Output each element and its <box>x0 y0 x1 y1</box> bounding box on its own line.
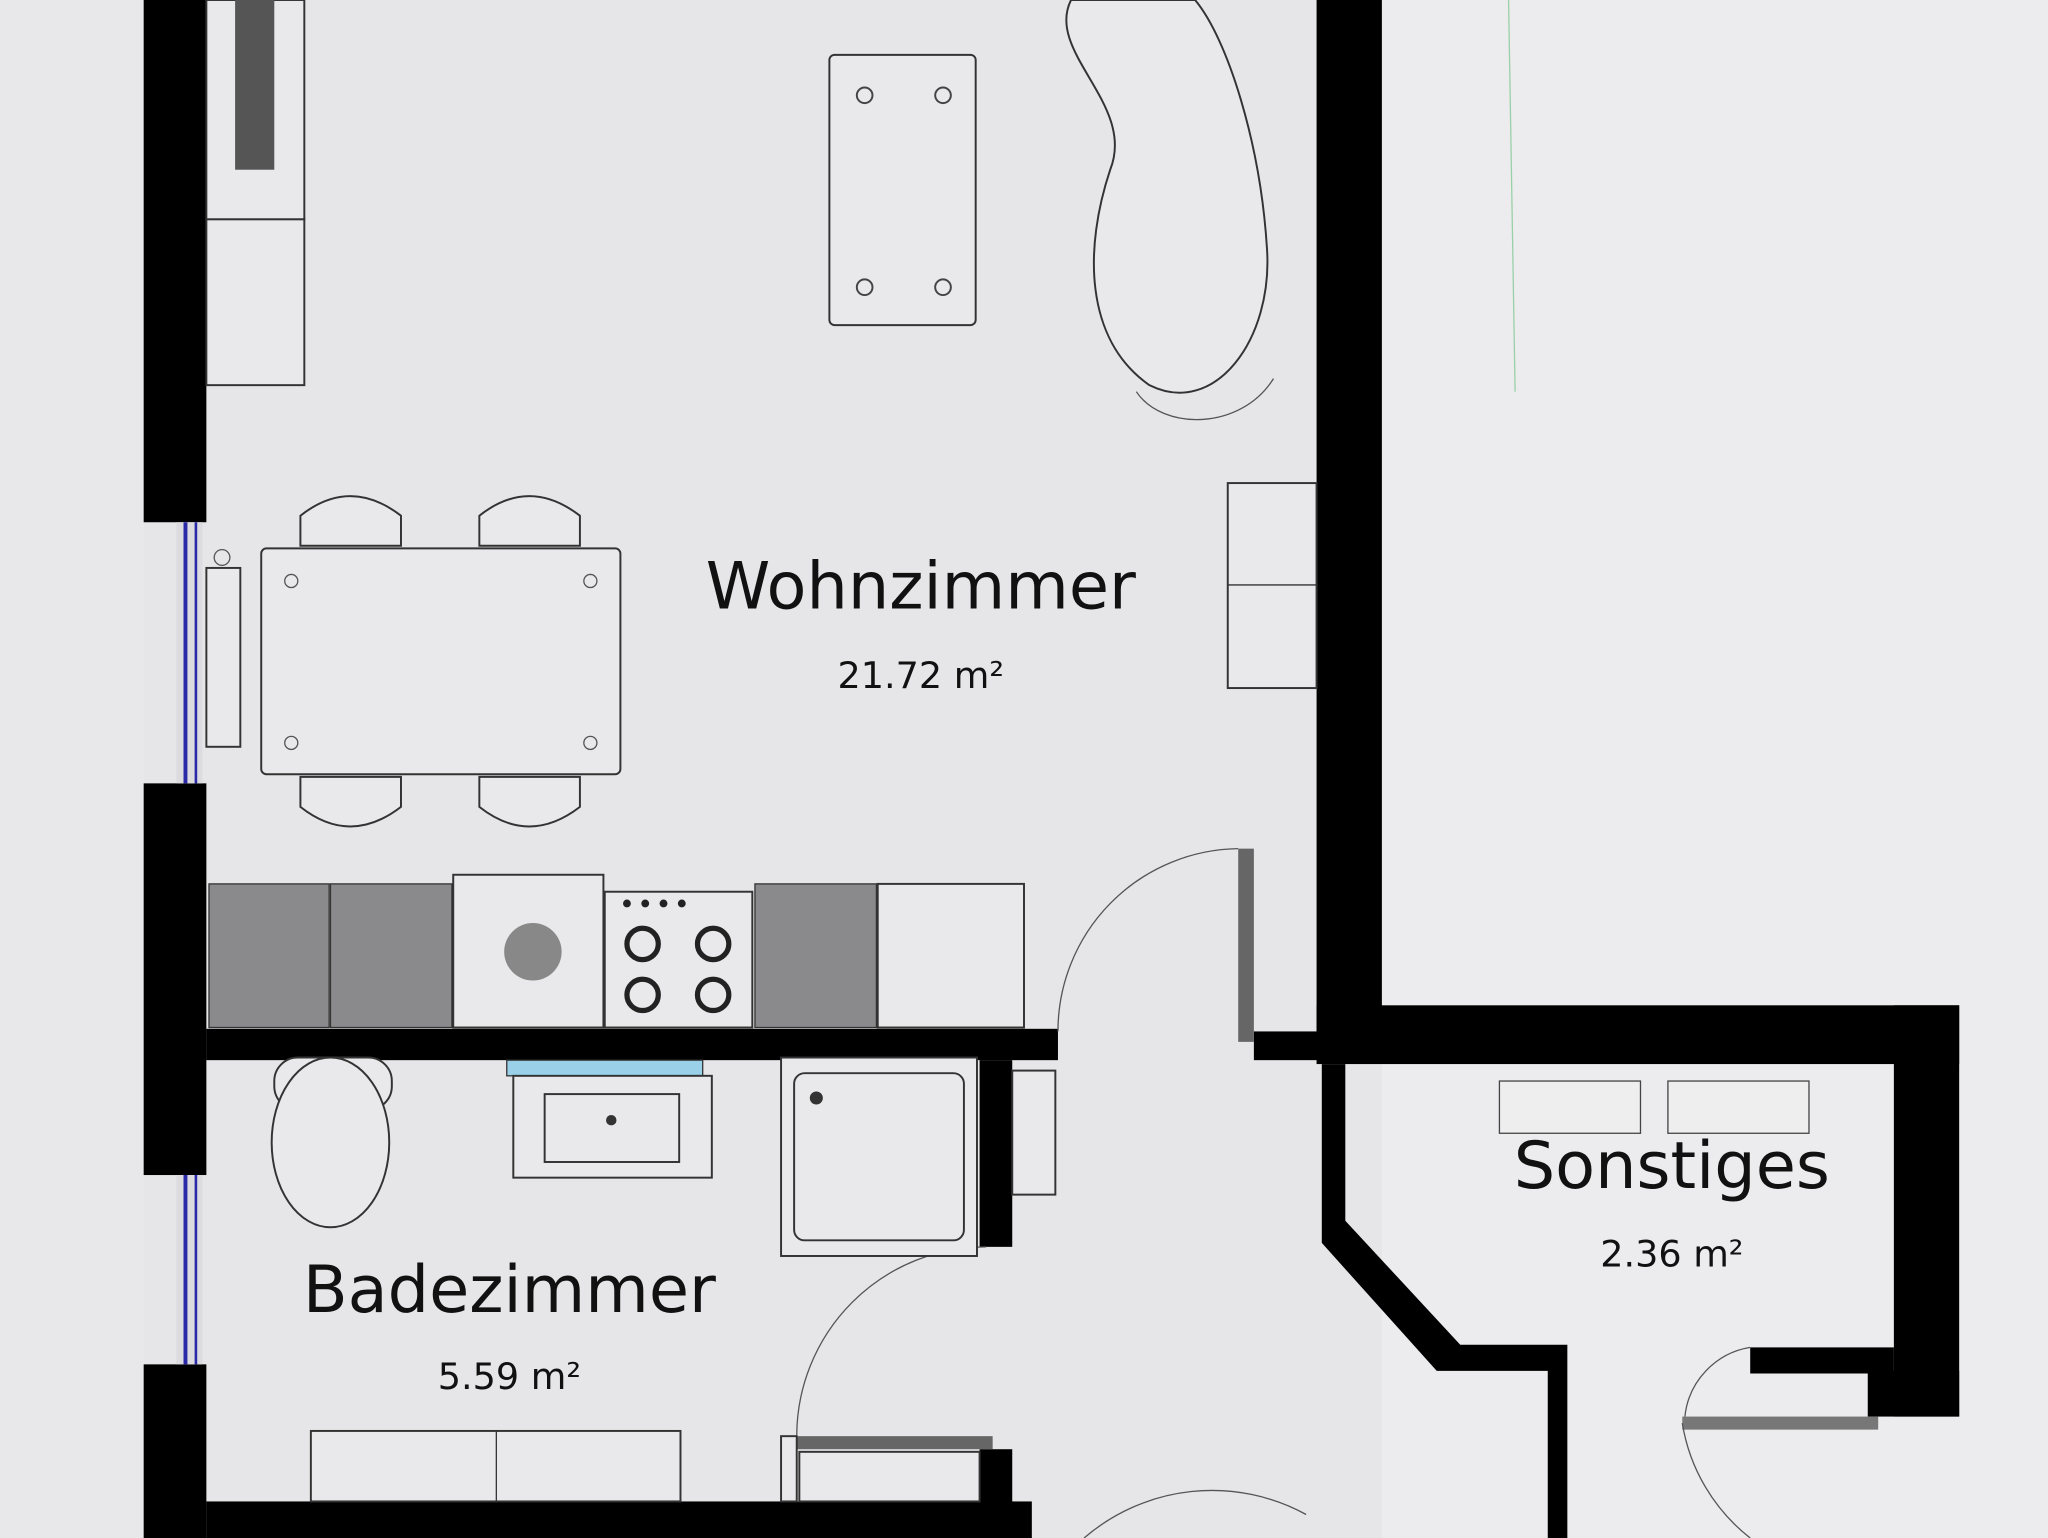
tv-cabinet <box>205 0 306 387</box>
window-living <box>176 522 203 784</box>
guide-line <box>1507 0 1516 392</box>
door-entrance <box>1083 1489 1307 1538</box>
dishwasher-icon <box>504 923 562 981</box>
washing-machine <box>1011 1069 1057 1196</box>
chairs <box>299 495 581 828</box>
sink <box>506 1059 713 1179</box>
window-bath <box>176 1175 203 1365</box>
room-name-badezimmer: Badezimmer <box>303 1252 716 1328</box>
kitchen-counter <box>208 873 1025 1029</box>
bathtub-cabinet <box>309 1429 682 1503</box>
dining-table <box>205 547 622 776</box>
radiators <box>1498 1080 1810 1134</box>
stove <box>603 890 754 1029</box>
room-area-sonstiges: 2.36 m² <box>1600 1232 1743 1275</box>
shower <box>780 1056 978 1257</box>
room-name-sonstiges: Sonstiges <box>1514 1128 1830 1204</box>
coffee-table <box>828 53 977 327</box>
outside-area-left <box>0 0 144 1538</box>
walls <box>143 0 1960 1538</box>
room-name-wohnzimmer: Wohnzimmer <box>706 548 1136 624</box>
door-living <box>1057 847 1254 1042</box>
stove-burners-icon <box>624 925 732 1014</box>
door-storage <box>1681 1346 1879 1538</box>
room-area-wohnzimmer: 21.72 m² <box>838 654 1005 697</box>
sofa <box>1065 0 1269 394</box>
room-area-badezimmer: 5.59 m² <box>438 1355 581 1398</box>
table-legs <box>855 86 952 297</box>
toilet <box>270 1056 393 1229</box>
door-bath <box>780 1246 993 1503</box>
